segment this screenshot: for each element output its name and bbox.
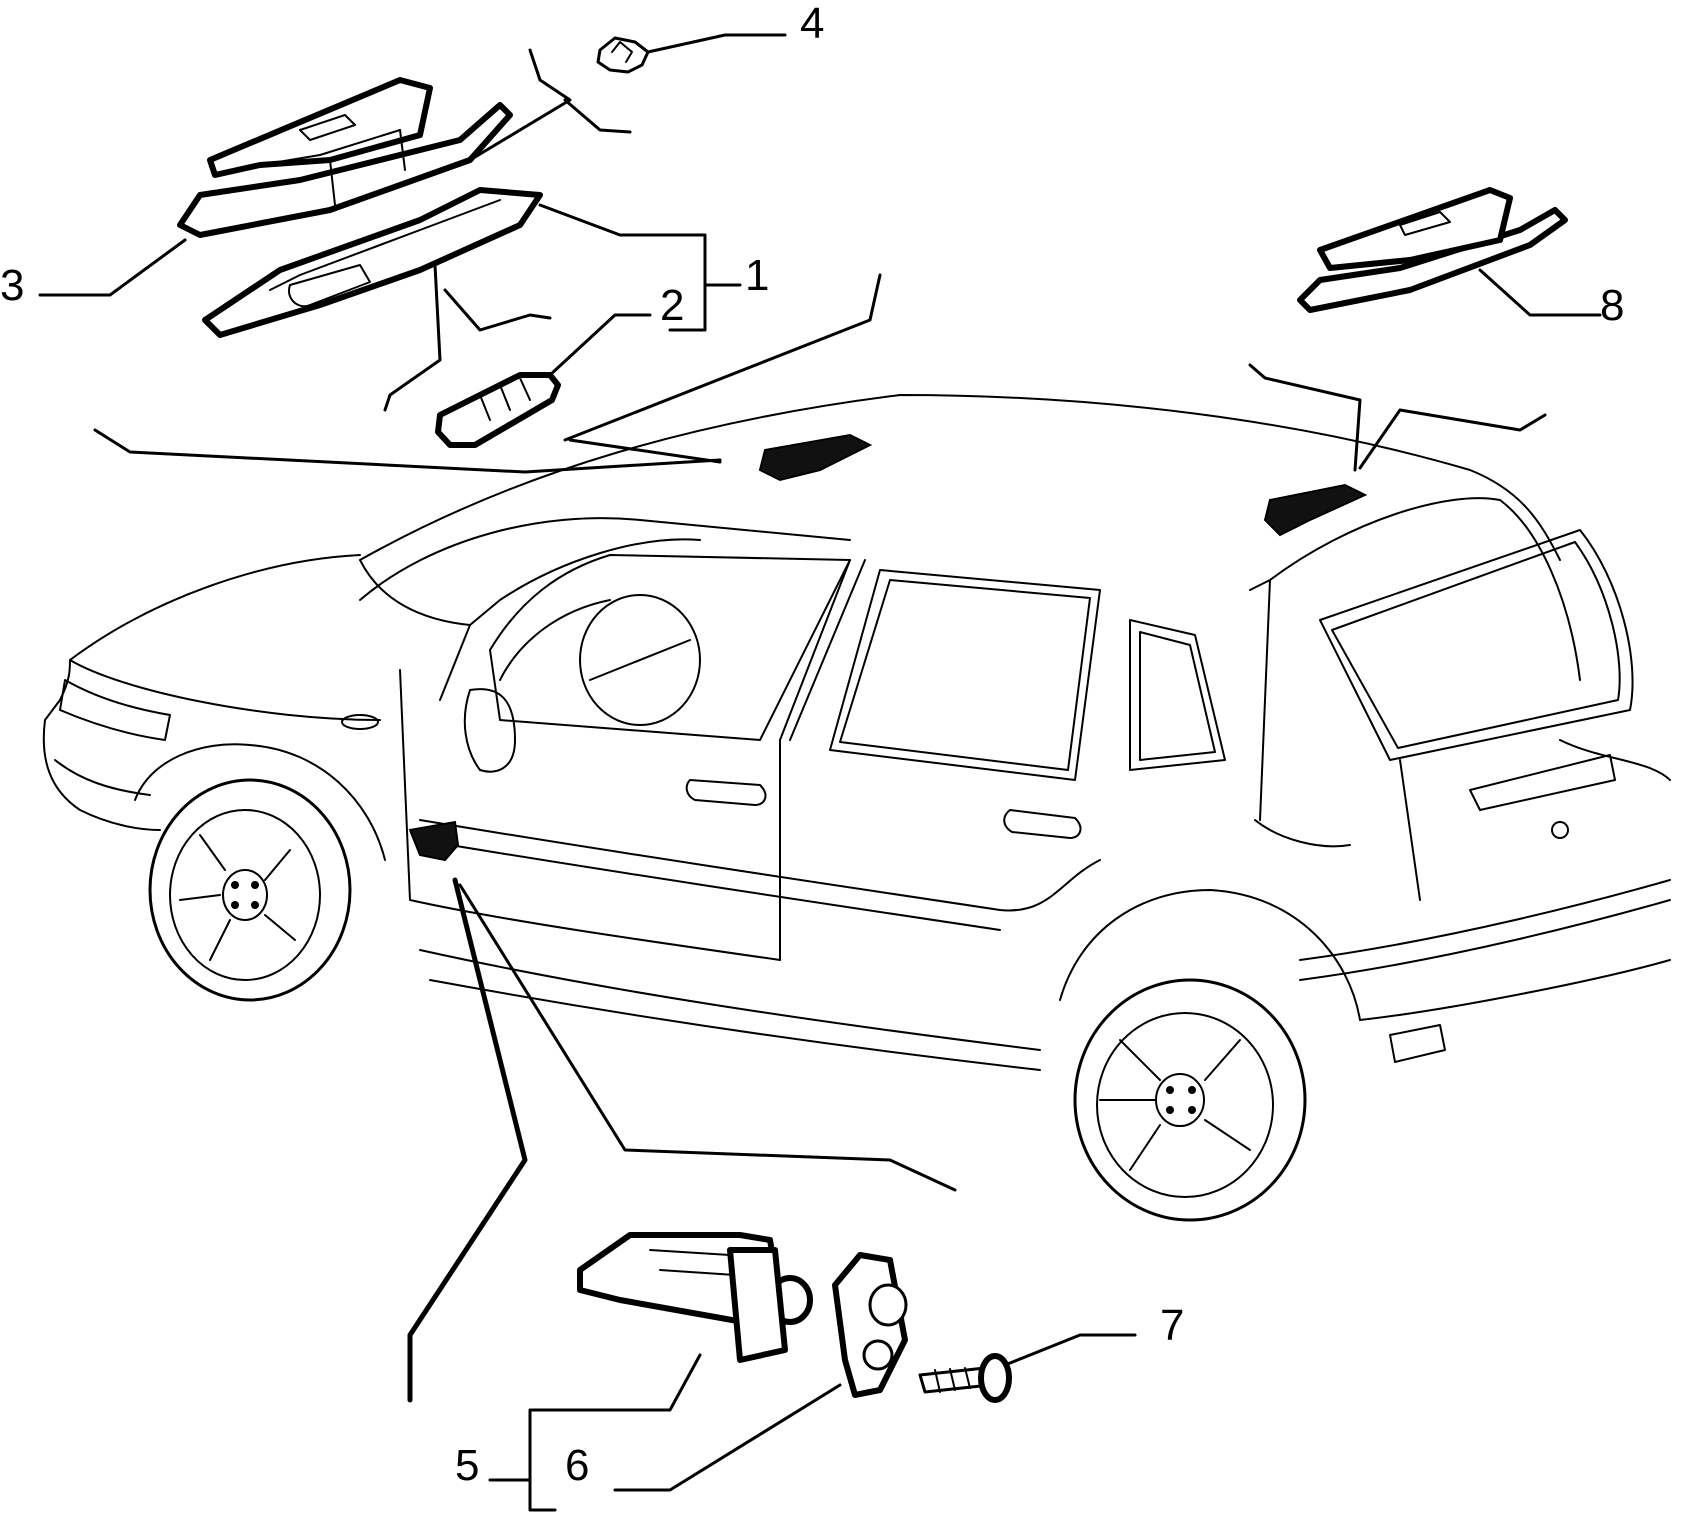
callout-2: 2 [660, 281, 684, 330]
part-6-switch-plate [613, 1252, 908, 1492]
part-5-door-switch [488, 1232, 813, 1512]
part-2-bulb [435, 313, 652, 448]
part-4-clip [596, 33, 787, 74]
part-1-lamp-assembly [202, 187, 742, 338]
leader-lines [93, 48, 1547, 1403]
car-body [42, 394, 1671, 1222]
door-switch-location [408, 820, 460, 862]
callout-1: 1 [745, 251, 769, 300]
callout-3: 3 [0, 261, 24, 310]
part-3-lamp-housing [38, 77, 513, 297]
rear-courtesy-lamp-location [1263, 483, 1368, 537]
callout-5: 5 [455, 1441, 479, 1490]
front-courtesy-lamp-location [758, 433, 873, 482]
callout-6: 6 [565, 1441, 589, 1490]
callout-numbers: 1 2 3 4 5 6 7 8 [0, 0, 1624, 1490]
callout-7: 7 [1160, 1301, 1184, 1350]
part-7-screw [918, 1333, 1137, 1403]
callout-4: 4 [800, 0, 824, 48]
part-8-rear-lamp [1297, 187, 1602, 317]
callout-8: 8 [1600, 281, 1624, 330]
